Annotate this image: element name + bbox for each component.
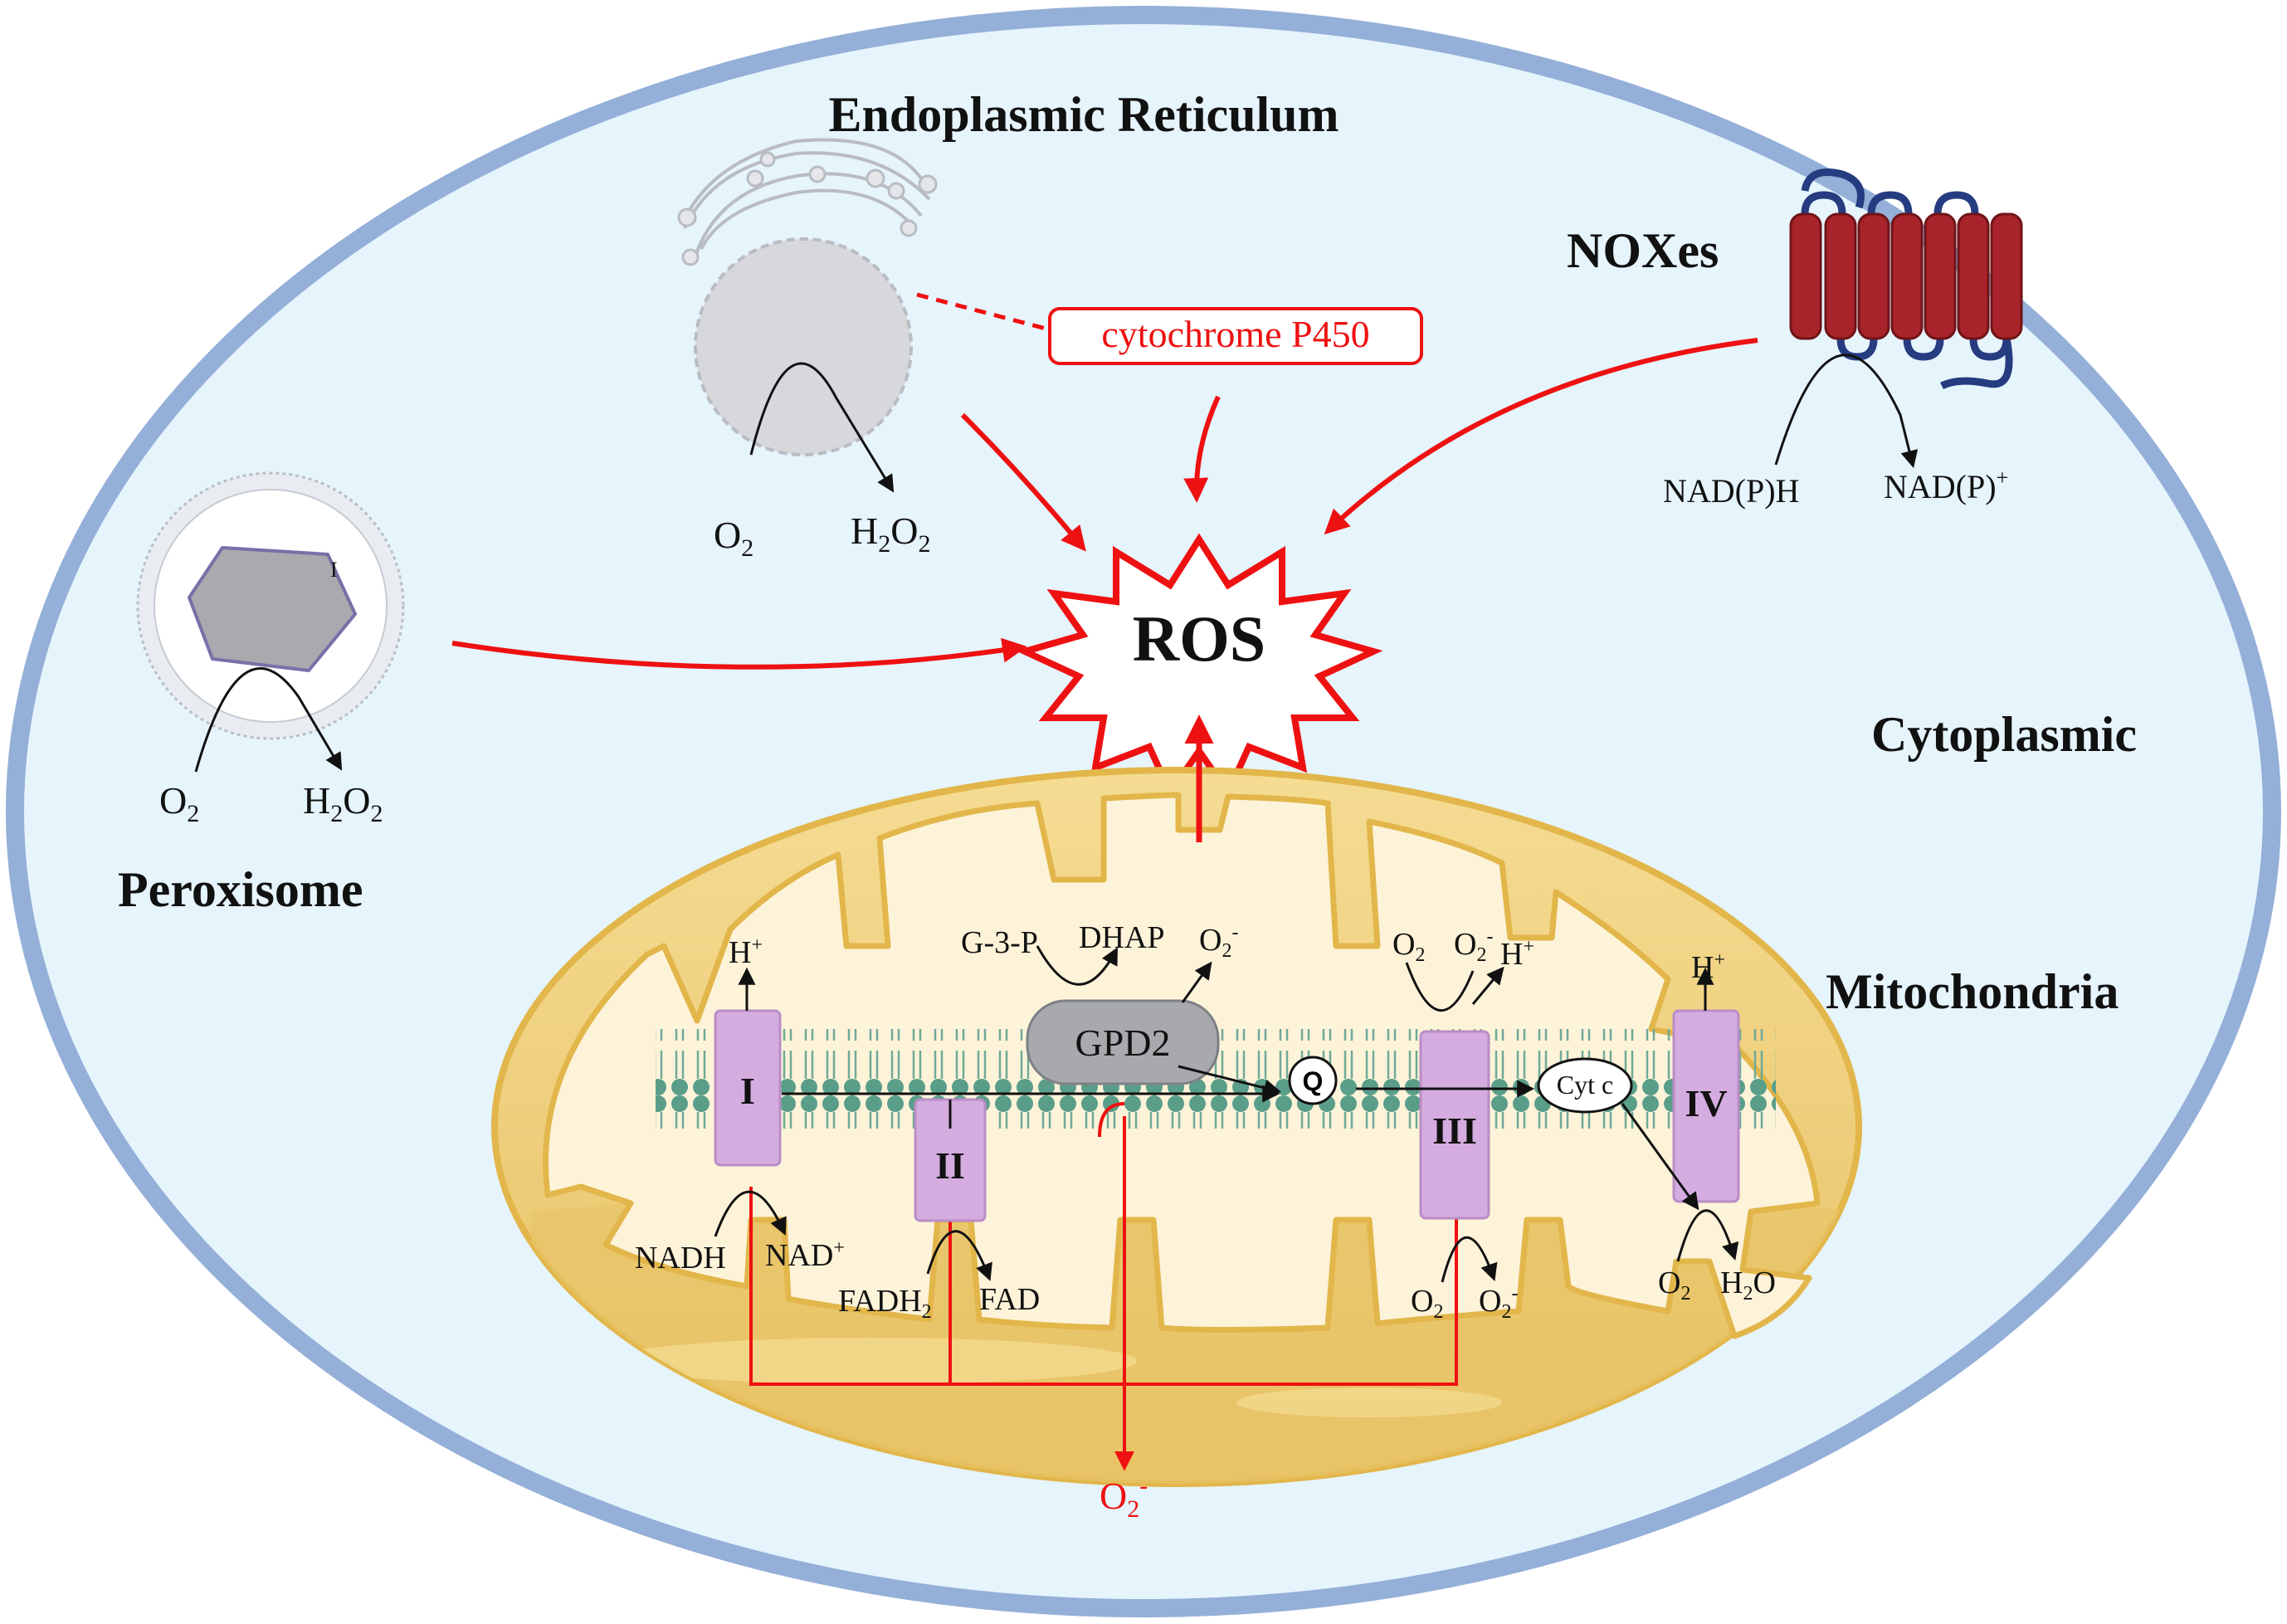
q-label: Q [1303,1066,1324,1096]
gpd2-superoxide-label: O2- [1199,922,1238,962]
complex-iii-o2-top-label: O2 [1392,927,1425,966]
arrow-perox-to-ros [451,637,1027,670]
nad-plus-label: NAD+ [765,1237,845,1273]
fadh2-label: FADH2 [838,1284,932,1323]
arrow-cyp-to-ros [1183,395,1221,503]
cyp450-box [1048,307,1423,365]
cytoplasmic-title: Cytoplasmic [1871,707,2137,762]
er-cyp-dashed-link [916,292,1053,333]
cyp450-label: cytochrome P450 [1101,313,1369,355]
nox-transmembrane-protein [1774,168,2023,469]
er-body [694,237,913,456]
ubiquinone-q [1288,1056,1338,1105]
nadp-plus-label: NAD(P)+ [1884,466,2008,505]
complex-i-label: I [740,1070,755,1112]
arrow-nox-to-ros [1324,338,1758,535]
ros-label: ROS [1133,602,1265,675]
water-label: H2O [1720,1266,1776,1305]
fad-label: FAD [979,1282,1040,1317]
complex-ii-label: II [935,1144,965,1187]
cytc-label: Cyt c [1557,1070,1613,1100]
mitochondria-title: Mitochondria [1826,964,2119,1019]
mitochondrion [491,714,1862,1487]
superoxide-out-label: O2- [1100,1472,1148,1523]
gpd2-label: GPD2 [1075,1022,1170,1064]
complex-iv-o2-label: O2 [1658,1266,1690,1305]
nadh-label: NADH [635,1241,726,1275]
complex-iii-proton-label: H+ [1500,936,1534,972]
complex-iii-label: III [1432,1109,1477,1152]
complex-iv-proton-label: H+ [1691,949,1725,985]
er-title: Endoplasmic Reticulum [828,87,1339,142]
complex-iv-label: IV [1685,1082,1727,1124]
peroxisome [136,471,405,773]
perox-o2-label: O2 [159,779,199,827]
complex-iii-superoxide-top-label: O2- [1454,926,1493,966]
arrow-er-to-ros [960,412,1086,552]
peroxisome-inner-mark: I [330,558,338,582]
cytochrome-c [1537,1057,1633,1114]
dhap-label: DHAP [1079,920,1164,955]
er-o2-label: O2 [714,514,753,562]
er-h2o2-label: H2O2 [851,510,930,558]
nadph-label: NAD(P)H [1663,472,1799,510]
complex-iii [1419,1030,1490,1220]
endoplasmic-reticulum [677,138,938,493]
complex-i-proton-label: H+ [729,934,763,970]
perox-h2o2-label: H2O2 [303,779,383,827]
complex-iii-o2-bottom-label: O2 [1411,1284,1443,1323]
complex-iii-superoxide-bottom-label: O2- [1479,1283,1518,1323]
g3p-label: G-3-P [961,925,1038,960]
gpd2-enzyme [1026,999,1220,1085]
peroxisome-title: Peroxisome [118,862,363,917]
noxes-title: NOXes [1567,223,1719,278]
